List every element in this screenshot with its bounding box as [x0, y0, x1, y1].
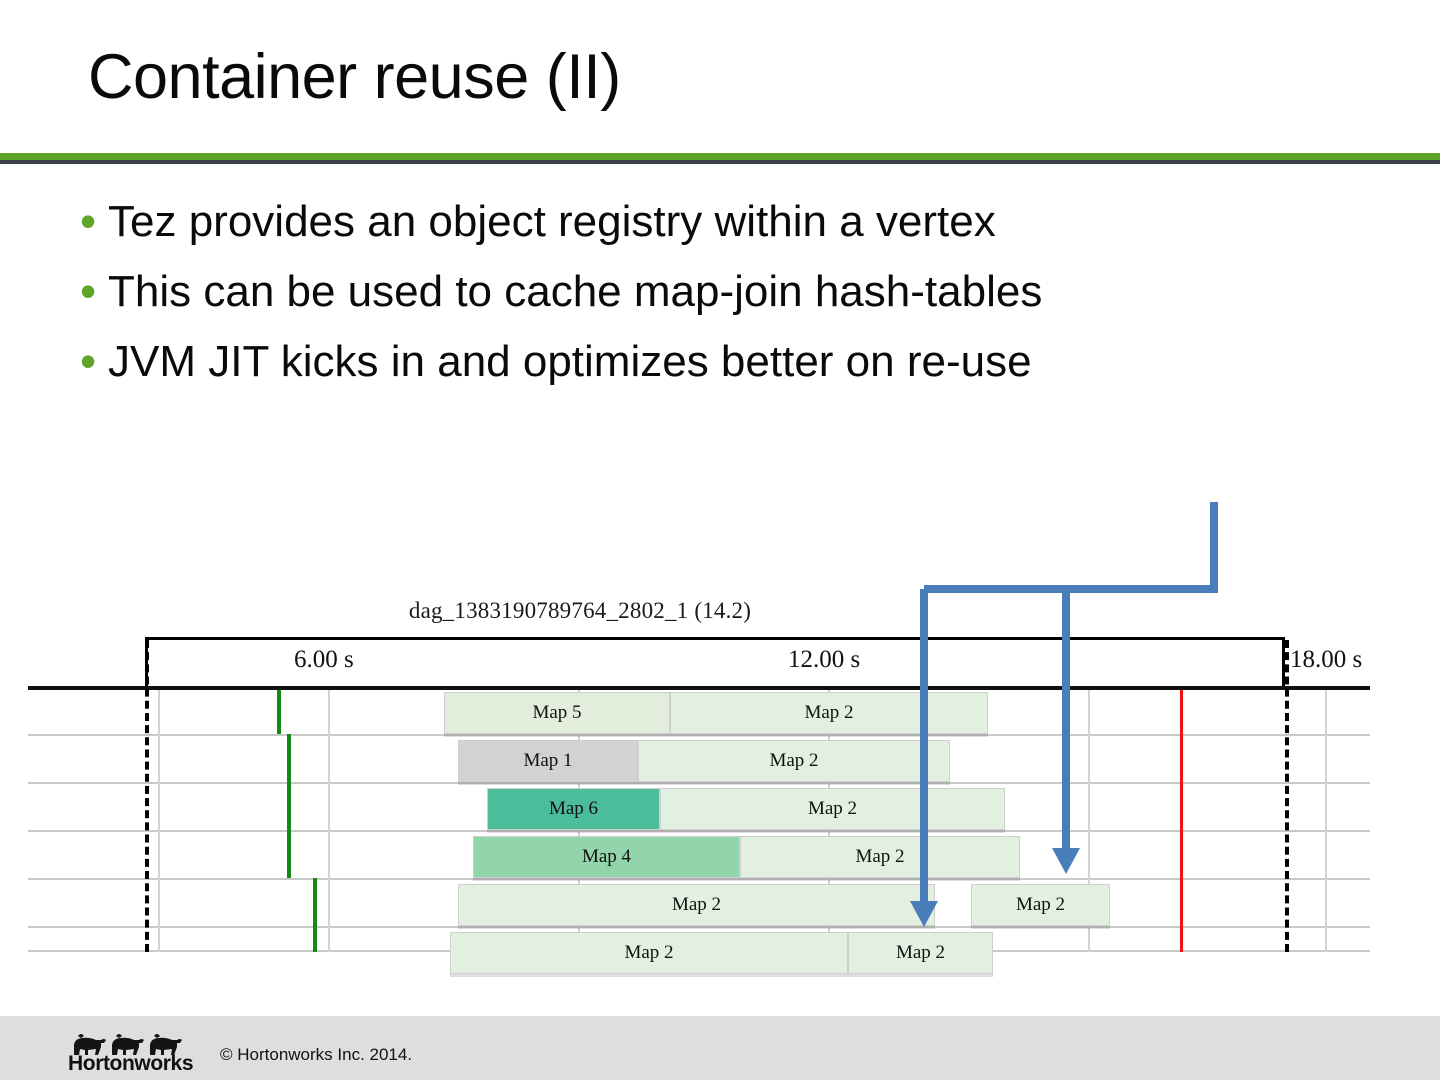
- green-start-marker: [313, 878, 317, 952]
- gantt-bar-label: Map 2: [671, 894, 722, 915]
- green-start-marker: [287, 734, 291, 878]
- list-item: • Tez provides an object registry within…: [80, 193, 1380, 251]
- chart-title-text: dag_1383190789764_2802_1 (14.2): [408, 598, 752, 623]
- gantt-bar-label: Map 4: [581, 846, 632, 867]
- green-start-marker: [277, 690, 281, 734]
- gantt-bar-label: Map 2: [855, 846, 905, 867]
- gridline-vertical: [1088, 690, 1090, 952]
- gantt-bar[interactable]: Map 6: [487, 788, 660, 830]
- dashed-boundary-right: [1285, 640, 1289, 952]
- hortonworks-elephant-logo-icon: [74, 1034, 182, 1055]
- gantt-bar[interactable]: Map 2: [638, 740, 950, 782]
- x-tick-label: 6.00 s: [294, 646, 354, 673]
- gantt-bar-label: Map 2: [807, 798, 858, 819]
- list-item: • JVM JIT kicks in and optimizes better …: [80, 333, 1380, 391]
- gridline-vertical: [1325, 690, 1327, 952]
- gantt-bar[interactable]: Map 4: [473, 836, 740, 878]
- dashed-boundary-left: [145, 640, 149, 952]
- gantt-bar[interactable]: Map 2: [660, 788, 1005, 830]
- logo-wordmark: Hortonworks: [68, 1052, 194, 1075]
- bullet-dot-icon: •: [80, 265, 97, 317]
- gridline-horizontal: [28, 878, 1370, 880]
- gantt-bar-label: Map 6: [548, 798, 599, 819]
- gantt-bar[interactable]: Map 2: [740, 836, 1020, 878]
- gridline-horizontal: [28, 782, 1370, 784]
- gantt-bar-label: Map 1: [523, 750, 573, 771]
- title-rule-accent: [0, 153, 1440, 160]
- gantt-chart: dag_1383190789764_2802_1 (14.2) 6.00 s 1…: [0, 470, 1440, 990]
- gantt-bar-label: Map 2: [1015, 894, 1066, 915]
- page-title: Container reuse (II): [88, 42, 621, 112]
- gantt-bar-label: Map 2: [804, 702, 854, 723]
- gantt-bar-label: Map 2: [895, 942, 946, 963]
- gridline-vertical: [158, 690, 160, 952]
- gantt-bar[interactable]: Map 2: [450, 932, 848, 974]
- axis-baseline: [28, 686, 1370, 690]
- bullet-dot-icon: •: [80, 335, 97, 387]
- chart-title: dag_1383190789764_2802_1 (14.2): [0, 598, 1440, 624]
- bullet-dot-icon: •: [80, 195, 97, 247]
- copyright-text: © Hortonworks Inc. 2014.: [220, 1045, 413, 1064]
- gantt-bar-label: Map 2: [769, 750, 819, 771]
- gantt-bar[interactable]: Map 2: [971, 884, 1110, 926]
- gantt-bar-label: Map 5: [532, 702, 582, 723]
- bullet-text: Tez provides an object registry within a…: [108, 197, 996, 246]
- gantt-bar[interactable]: Map 2: [848, 932, 993, 974]
- gantt-bar[interactable]: Map 1: [458, 740, 638, 782]
- gantt-bar[interactable]: Map 2: [670, 692, 988, 734]
- gantt-bar[interactable]: Map 2: [458, 884, 935, 926]
- bullet-text: JVM JIT kicks in and optimizes better on…: [108, 337, 1032, 386]
- gantt-bar[interactable]: Map 5: [444, 692, 670, 734]
- gridline-horizontal: [28, 734, 1370, 736]
- title-rule-dark: [0, 160, 1440, 164]
- gridline-vertical: [328, 690, 330, 952]
- x-tick-label: 12.00 s: [788, 646, 861, 673]
- red-end-marker: [1180, 690, 1183, 952]
- x-tick-label: 18.00 s: [1290, 646, 1363, 673]
- plot-area: Map 5 Map 2 Map 1 Map 2 Map 6 Map 2 Map …: [28, 640, 1370, 974]
- gantt-bar-label: Map 2: [624, 942, 674, 963]
- bullet-list: • Tez provides an object registry within…: [80, 193, 1380, 403]
- footer-bar: [0, 1016, 1440, 1080]
- gridline-horizontal: [28, 830, 1370, 832]
- bullet-text: This can be used to cache map-join hash-…: [108, 267, 1043, 316]
- gridline-horizontal: [28, 926, 1370, 928]
- list-item: • This can be used to cache map-join has…: [80, 263, 1380, 321]
